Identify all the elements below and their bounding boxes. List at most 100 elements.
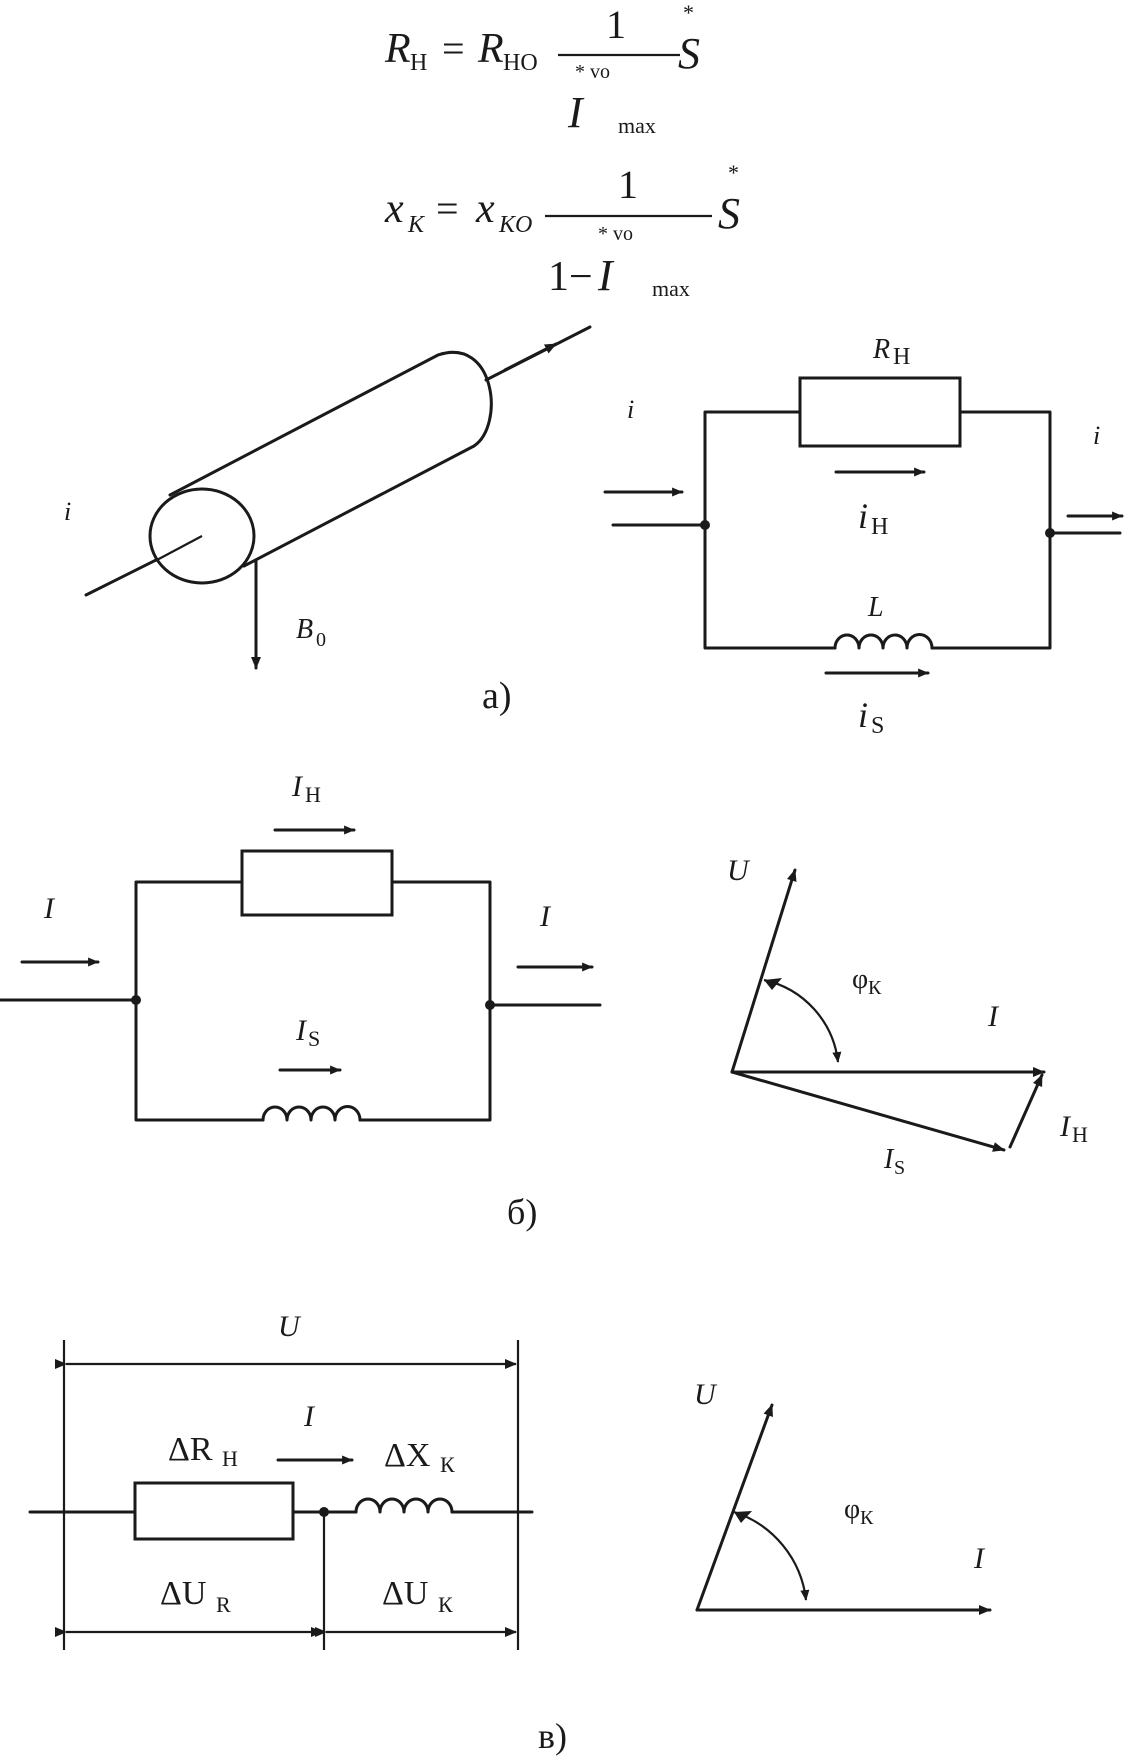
- circuit-b-resistor: [240, 849, 394, 917]
- circuit-a-resistor-current-sub: Н: [871, 514, 888, 540]
- formula-rh-lhs-sub: Н: [410, 50, 427, 76]
- circuit-a-inductor-current-sub: S: [871, 713, 884, 739]
- phasor-b-ih-vector: [1008, 1073, 1044, 1149]
- panel-c-caption: в): [538, 1716, 567, 1756]
- circuit-a-bottom-right-wire: [930, 523, 1052, 650]
- formula-rh-star-vo: * vo: [575, 61, 610, 83]
- circuit-a-bottom-left-wire: [703, 523, 837, 650]
- formula-rh-denominator-sub: max: [618, 113, 656, 138]
- phasor-b-ih-label: I: [1059, 1110, 1072, 1143]
- field-b0-sub: 0: [316, 629, 326, 651]
- phasor-b-is-vector: [730, 1070, 1006, 1152]
- phasor-b-is-sub: S: [894, 1157, 905, 1179]
- formula-xk-denominator-sub: max: [652, 276, 690, 301]
- circuit-c-drop-r-label: ΔU: [160, 1575, 206, 1612]
- phasor-b-voltage-label: U: [727, 854, 751, 887]
- circuit-c-node: [319, 1507, 329, 1517]
- formula-rh-rhs: R: [477, 26, 504, 72]
- panel-a-caption: а): [482, 675, 512, 717]
- circuit-c-drop-k-label: ΔU: [382, 1575, 428, 1612]
- formula-rh: R Н = R НО 1 * vo I max * S: [384, 0, 700, 138]
- panel-a-cylinder: i B 0: [64, 325, 592, 670]
- circuit-c-inductor: [354, 1497, 454, 1514]
- panel-a-circuit: i i R Н i Н L i S: [603, 334, 1124, 739]
- formula-xk-factor: S: [718, 189, 740, 238]
- circuit-c-resistor: [133, 1481, 295, 1541]
- phasor-b-angle-sub: К: [868, 977, 882, 999]
- formula-xk-rhs-sub: KO: [498, 212, 532, 238]
- circuit-c-resistor-label: ΔR: [168, 1431, 213, 1468]
- formula-xk-denominator-var: I: [597, 251, 615, 300]
- circuit-c-drop-r-sub: R: [216, 1592, 231, 1617]
- phasor-c-voltage-label: U: [694, 1378, 718, 1411]
- phasor-b-angle-arc-start: [764, 978, 782, 990]
- circuit-a-input-label: i: [627, 395, 634, 424]
- phasor-b-current-label: I: [987, 1000, 1000, 1033]
- circuit-b-bottom-left-wire: [134, 998, 265, 1122]
- circuit-c-drop-k-sub: К: [438, 1592, 453, 1617]
- circuit-b-inductor: [261, 1104, 362, 1122]
- formula-xk-equals: =: [436, 186, 459, 231]
- circuit-c-reactance-label: ΔX: [384, 1437, 430, 1474]
- formula-xk-lhs-sub: K: [407, 212, 426, 238]
- formula-rh-lhs: R: [384, 26, 411, 72]
- circuit-a-resistor: [798, 376, 962, 448]
- circuit-a-inductor: [833, 632, 934, 650]
- phasor-c-current-label: I: [973, 1542, 986, 1575]
- cylinder-bottom-edge: [242, 444, 476, 568]
- phasor-b-angle-label: φ: [852, 964, 868, 995]
- formula-rh-factor-star: *: [683, 0, 694, 25]
- phasor-b-ih-sub: Н: [1072, 1122, 1088, 1147]
- circuit-a-resistor-sub: Н: [893, 344, 910, 370]
- cylinder-current-label: i: [64, 497, 71, 526]
- formula-xk-denominator-prefix: 1−: [548, 254, 593, 300]
- circuit-b-node-left: [131, 995, 141, 1005]
- cylinder-axis-inside: [154, 535, 203, 562]
- circuit-b-resistor-current-label: I: [291, 770, 304, 803]
- circuit-a-node-left: [700, 520, 710, 530]
- circuit-b-input-label: I: [43, 892, 56, 925]
- panel-c-phasor: U φ К I: [694, 1378, 992, 1615]
- formula-rh-numerator: 1: [606, 2, 626, 47]
- formula-rh-denominator-var: I: [567, 88, 585, 137]
- circuit-b-bottom-right-wire: [358, 998, 492, 1122]
- phasor-c-angle-arc: [733, 1510, 810, 1601]
- circuit-c-current-label: I: [303, 1400, 316, 1433]
- circuit-c-resistor-sub: Н: [222, 1446, 238, 1471]
- formula-xk-numerator: 1: [618, 162, 638, 207]
- circuit-b-inductor-current-sub: S: [308, 1026, 320, 1051]
- panel-b-phasor: U φ К I I Н I S: [727, 854, 1088, 1179]
- formula-xk-star-vo: * vo: [598, 223, 633, 245]
- phasor-c-angle-label: φ: [844, 1494, 860, 1525]
- phasor-b-voltage-vector: [730, 868, 797, 1074]
- formula-xk: x K = x KO 1 * vo 1− I max * S: [384, 160, 740, 301]
- circuit-a-top-right-wire: [958, 410, 1052, 527]
- phasor-c-angle-arc-start: [734, 1511, 752, 1523]
- formula-xk-lhs: x: [384, 186, 404, 232]
- circuit-a-inductor-current-label: i: [858, 695, 868, 735]
- panel-b-caption: б): [507, 1192, 537, 1232]
- circuit-b-top-right-wire: [390, 880, 492, 1002]
- circuit-b-inductor-current-label: I: [295, 1014, 308, 1047]
- circuit-a-inductor-label: L: [867, 592, 884, 623]
- circuit-a-node-right: [1045, 528, 1055, 538]
- field-b0-label: B: [296, 614, 313, 645]
- cylinder-top-edge: [168, 353, 440, 497]
- circuit-c-total-voltage-label: U: [278, 1310, 302, 1343]
- circuit-b-resistor-current-sub: Н: [305, 782, 321, 807]
- circuit-b-top-left-wire: [134, 880, 244, 1002]
- phasor-c-angle-sub: К: [860, 1507, 874, 1529]
- cylinder-end-cap: [436, 351, 493, 448]
- circuit-c-reactance-sub: К: [440, 1452, 455, 1477]
- phasor-b-angle-arc: [763, 978, 842, 1063]
- panel-b-circuit: I I I Н I S: [0, 770, 602, 1122]
- phasor-b-is-label: I: [883, 1144, 895, 1175]
- phasor-c-voltage-vector: [695, 1403, 774, 1612]
- cylinder-current-out-arrow: [503, 342, 558, 372]
- circuit-a-resistor-label: R: [872, 334, 890, 365]
- formula-rh-rhs-sub: НО: [503, 50, 538, 76]
- formula-rh-equals: =: [442, 26, 465, 71]
- formula-xk-factor-star: *: [728, 160, 739, 185]
- circuit-a-resistor-current-label: i: [858, 496, 868, 536]
